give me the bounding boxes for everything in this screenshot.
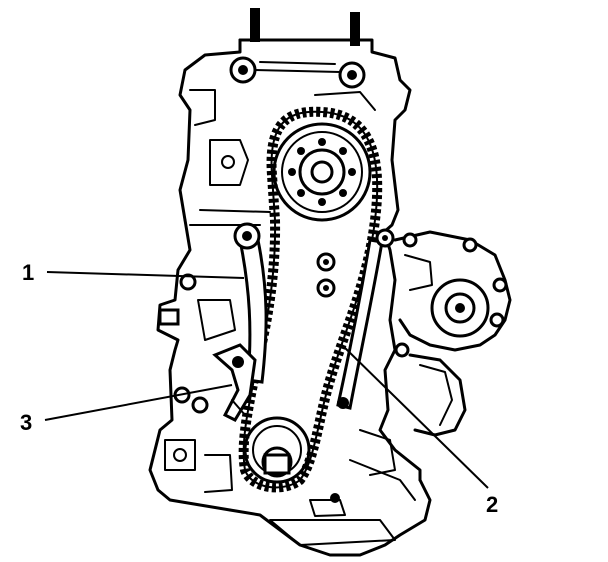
tensioner-guide bbox=[336, 228, 395, 410]
callout-1-label: 1 bbox=[22, 260, 34, 285]
chain-tensioner bbox=[212, 343, 257, 422]
chain-guide bbox=[233, 222, 268, 384]
crankshaft-sprocket bbox=[243, 416, 311, 484]
callout-2-label: 2 bbox=[486, 492, 498, 517]
engine-block bbox=[148, 8, 512, 557]
callout-3-label: 3 bbox=[20, 410, 32, 435]
center-bolts bbox=[316, 252, 336, 298]
camshaft-sprocket bbox=[272, 122, 372, 222]
leader-lines bbox=[44, 271, 489, 489]
